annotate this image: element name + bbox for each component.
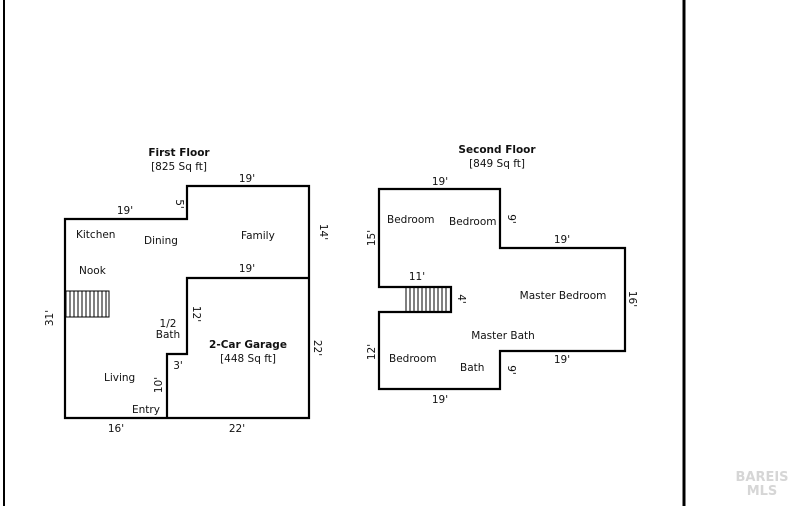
first-floor-title: First Floor bbox=[148, 147, 210, 159]
garage-wall bbox=[165, 276, 309, 418]
dim-ff-bottom-left: 16' bbox=[108, 423, 124, 435]
dim-ff-top-right: 19' bbox=[239, 173, 255, 185]
room-dining: Dining bbox=[144, 235, 178, 247]
room-bedroom-center: Bedroom bbox=[449, 216, 497, 228]
watermark-line1: BAREIS bbox=[735, 470, 788, 485]
second-floor-area: [849 Sq ft] bbox=[469, 158, 525, 170]
dim-ff-inner-lower: 10' bbox=[153, 377, 165, 393]
room-bedroom-left-upper: Bedroom bbox=[387, 214, 435, 226]
dim-sf-step-upper: 9' bbox=[505, 214, 517, 224]
dim-ff-step: 5' bbox=[173, 199, 185, 209]
dim-sf-top: 19' bbox=[432, 176, 448, 188]
garage-title: 2-Car Garage bbox=[209, 339, 287, 351]
garage-area: [448 Sq ft] bbox=[220, 353, 276, 365]
room-master-bath: Master Bath bbox=[471, 330, 535, 342]
dim-ff-inner-upper: 12' bbox=[190, 306, 202, 322]
dim-ff-bottom-right: 22' bbox=[229, 423, 245, 435]
second-floor-title: Second Floor bbox=[458, 144, 536, 156]
dim-ff-garage-top: 19' bbox=[239, 263, 255, 275]
dim-sf-left-upper: 15' bbox=[366, 230, 378, 246]
room-living: Living bbox=[104, 372, 135, 384]
dim-ff-left: 31' bbox=[44, 310, 56, 326]
room-bedroom-left-lower: Bedroom bbox=[389, 353, 437, 365]
dim-sf-left-lower: 12' bbox=[366, 344, 378, 360]
watermark-line2: MLS bbox=[747, 484, 778, 499]
dim-ff-right-upper: 14' bbox=[317, 224, 329, 240]
dim-sf-bottom: 19' bbox=[432, 394, 448, 406]
bareis-mls-watermark: BAREIS MLS bbox=[735, 470, 788, 499]
dim-sf-master-top: 19' bbox=[554, 234, 570, 246]
dim-sf-step-lower: 9' bbox=[505, 365, 517, 375]
room-bath: Bath bbox=[460, 362, 484, 374]
room-kitchen: Kitchen bbox=[76, 229, 115, 241]
room-master-bedroom: Master Bedroom bbox=[520, 290, 607, 302]
room-half-bath-line1: 1/2 bbox=[160, 318, 177, 330]
room-family: Family bbox=[241, 230, 275, 242]
room-entry: Entry bbox=[132, 404, 160, 416]
first-floor-area: [825 Sq ft] bbox=[151, 161, 207, 173]
room-nook: Nook bbox=[79, 265, 107, 277]
dim-ff-top-left: 19' bbox=[117, 205, 133, 217]
first-floor-outline bbox=[63, 184, 311, 420]
room-half-bath-line2: Bath bbox=[156, 329, 180, 341]
dim-ff-garage-right: 22' bbox=[311, 340, 323, 356]
second-floor-stairs bbox=[405, 286, 452, 313]
dim-sf-stair-width: 11' bbox=[409, 271, 425, 283]
dim-sf-stair-depth: 4' bbox=[455, 294, 467, 304]
first-floor-stairs bbox=[65, 290, 110, 318]
dim-sf-master-bottom: 19' bbox=[554, 354, 570, 366]
dim-sf-right: 16' bbox=[626, 291, 638, 307]
dim-ff-inner-step: 3' bbox=[173, 360, 183, 372]
